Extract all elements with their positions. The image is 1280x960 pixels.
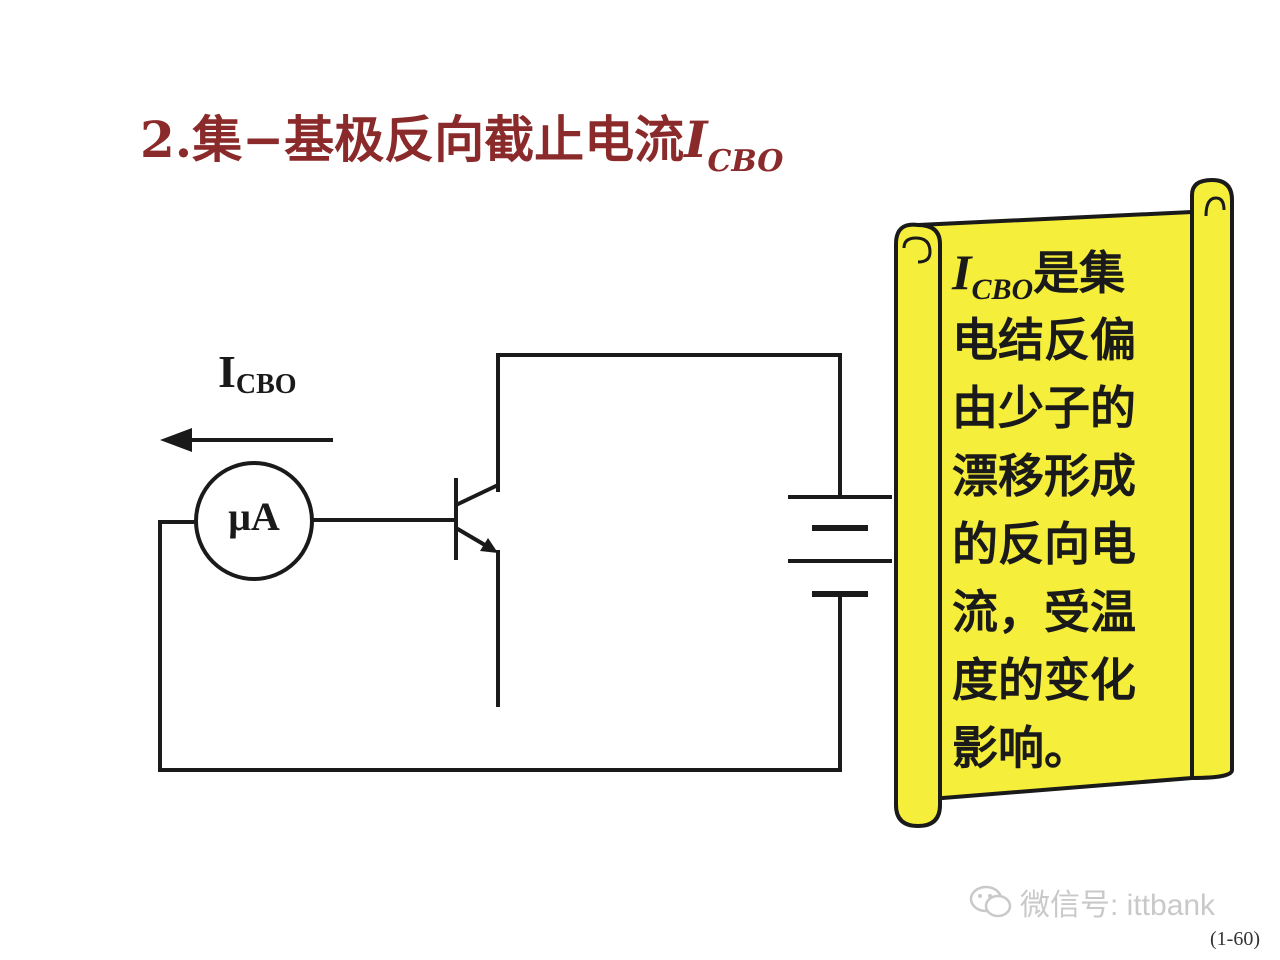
page-number: (1-60) (1210, 928, 1260, 950)
scroll-subscript: CBO (971, 273, 1034, 306)
scroll-line: 影响。 (952, 721, 1090, 775)
scroll-top-curl-inner (1204, 196, 1226, 217)
scroll-line-first: ICBO是集 (952, 238, 1188, 306)
scroll-line: 的反向电 (952, 517, 1136, 571)
watermark-text: 微信号: ittbank (1020, 889, 1216, 922)
wire-bottom-loop (158, 520, 842, 772)
current-label-main: I (218, 346, 236, 397)
watermark: 微信号: ittbank (968, 880, 1215, 924)
scroll-line: 由少子的 (952, 381, 1136, 435)
title-main: 2.集−基极反向截止电流 (140, 110, 685, 169)
ammeter-circle (194, 461, 314, 581)
transistor-collector (455, 483, 499, 507)
current-label: ICBO (218, 345, 297, 401)
scroll-symbol: I (952, 244, 972, 300)
title-subscript: CBO (707, 144, 784, 179)
current-label-subscript: CBO (235, 369, 297, 400)
scroll-line: 流，受温 (952, 585, 1136, 639)
scroll-left-roll (894, 222, 942, 828)
battery-symbol (788, 495, 892, 597)
scroll-text: ICBO是集 电结反偏 由少子的 漂移形成 的反向电 流，受温 度的变化 影响。 (952, 238, 1188, 782)
transistor-emitter-arrow (480, 538, 498, 553)
scroll-line: 漂移形成 (952, 449, 1136, 503)
title-symbol: I (684, 110, 708, 169)
scroll-line: 度的变化 (952, 653, 1136, 707)
slide-title: 2.集−基极反向截止电流ICBO (140, 100, 783, 202)
scroll-line-first-rest: 是集 (1033, 246, 1126, 300)
ammeter-label: μA (228, 494, 280, 539)
wechat-icon (969, 885, 1012, 918)
scroll-left-curl-inner (902, 236, 932, 264)
current-arrow-head (160, 428, 192, 452)
wire-collector-top (496, 353, 842, 499)
scroll-line: 电结反偏 (952, 313, 1136, 367)
scroll-top-curl (1190, 178, 1234, 780)
